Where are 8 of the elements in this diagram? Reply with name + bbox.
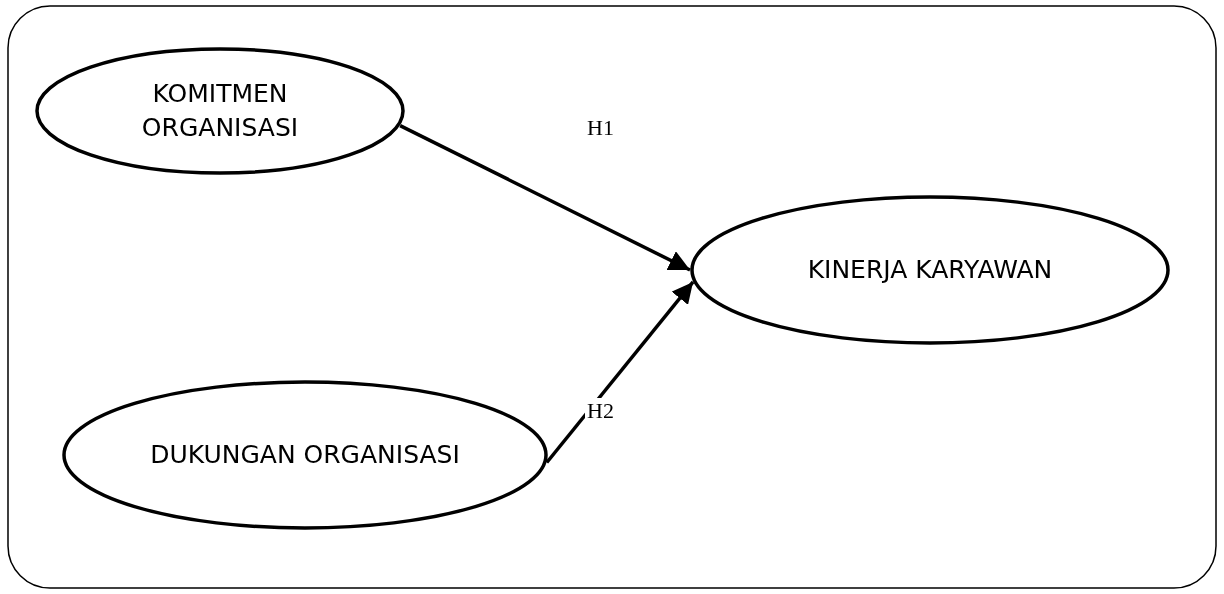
oval-node xyxy=(690,195,1170,345)
node-label: KOMITMEN ORGANISASI xyxy=(140,78,300,144)
arrow xyxy=(545,280,695,464)
node-label: KINERJA KARYAWAN xyxy=(806,254,1054,287)
node-label: DUKUNGAN ORGANISASI xyxy=(149,439,461,472)
oval-node xyxy=(62,380,548,530)
oval-node xyxy=(35,47,405,175)
arrow xyxy=(399,124,691,272)
